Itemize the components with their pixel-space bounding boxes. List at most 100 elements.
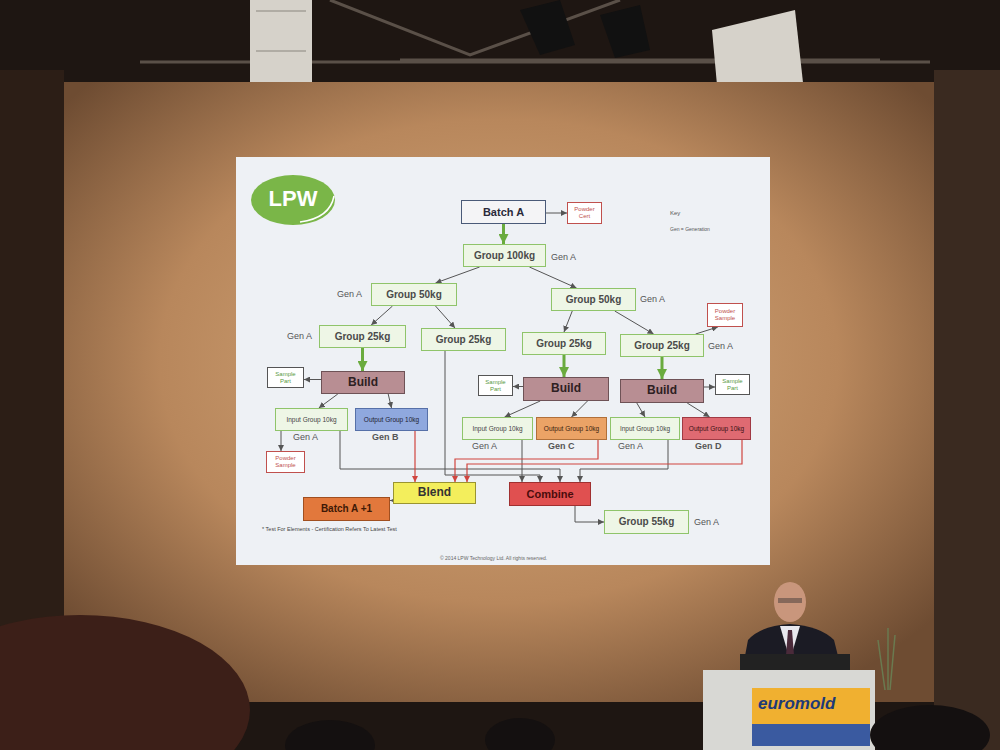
node-text: Build (551, 382, 581, 396)
powder-group-box: Group 50kg (371, 283, 457, 306)
flow-connector (371, 306, 392, 325)
flow-connector (505, 401, 541, 417)
output-group-box: Output Group 10kg (355, 408, 428, 431)
generation-label: Gen A (287, 331, 312, 341)
input-group-box: Input Group 10kg (462, 417, 533, 440)
certificate-box: Powder Sample (707, 303, 743, 327)
node-text: Powder Cert (570, 206, 599, 220)
node-text: Sample Part (270, 371, 301, 385)
podium-sign (752, 688, 870, 724)
build-box: Build (620, 379, 704, 403)
powder-group-box: Group 25kg (421, 328, 506, 351)
powder-group-box: Group 25kg (319, 325, 406, 348)
node-text: Output Group 10kg (689, 425, 744, 432)
flow-connector (414, 431, 415, 482)
powder-group-box: Group 50kg (551, 288, 636, 311)
plant (878, 628, 895, 690)
generation-label: Gen A (708, 341, 733, 351)
generation-label: Gen A (618, 441, 643, 451)
flow-connector (445, 351, 540, 482)
laptop (740, 654, 850, 672)
projection-screen (64, 82, 934, 702)
node-text: Powder Sample (269, 455, 302, 469)
flow-connector (513, 386, 523, 387)
flow-connector (580, 440, 668, 482)
event-logo-text: euromold (758, 694, 835, 714)
footnote: * Test For Elements - Certification Refe… (262, 526, 397, 532)
flow-connector (564, 311, 572, 332)
generation-label: Gen A (551, 252, 576, 262)
node-text: Group 25kg (634, 340, 690, 352)
node-text: Group 50kg (566, 294, 622, 306)
node-text: Powder Sample (710, 308, 740, 322)
flow-connector (615, 311, 654, 334)
output-group-box: Output Group 10kg (536, 417, 607, 440)
powder-group-box: Group 25kg (522, 332, 606, 355)
certificate-box: Powder Sample (266, 451, 305, 473)
flow-connector (502, 224, 505, 244)
node-text: Batch A (483, 206, 524, 219)
flow-connector (637, 403, 645, 417)
node-text: Output Group 10kg (364, 416, 419, 423)
generation-label: Gen A (640, 294, 665, 304)
logo-text: LPW (258, 186, 328, 211)
node-text: Group 50kg (386, 289, 442, 301)
flow-connector (455, 440, 598, 482)
podium-sign-band (752, 724, 870, 746)
flow-connector (281, 431, 282, 451)
curtain (934, 70, 1000, 750)
node-text: Sample Part (718, 378, 747, 392)
podium (703, 670, 875, 750)
node-text: Build (348, 376, 378, 390)
node-text: Group 100kg (474, 250, 535, 262)
node-text: Build (647, 384, 677, 398)
flow-connector (522, 440, 523, 482)
new-batch-box: Batch A +1 (303, 497, 390, 521)
node-text: Input Group 10kg (620, 425, 670, 432)
generation-label: Gen D (695, 441, 722, 451)
output-group-box: Output Group 10kg (682, 417, 751, 440)
legend-heading: Key (670, 210, 680, 217)
node-text: Batch A +1 (321, 503, 372, 515)
node-text: Input Group 10kg (286, 416, 336, 423)
flow-connector (575, 506, 604, 522)
flow-connector (304, 379, 321, 380)
blend-box: Blend (393, 482, 476, 504)
flow-connector (546, 213, 567, 214)
powder-group-box: Group 100kg (463, 244, 546, 267)
build-box: Build (321, 371, 405, 394)
node-text: Blend (418, 486, 451, 500)
flow-connector (661, 357, 664, 379)
generation-label: Gen A (694, 517, 719, 527)
build-box: Build (523, 377, 609, 401)
spotlight (520, 0, 575, 55)
input-group-box: Input Group 10kg (275, 408, 348, 431)
node-text: Group 25kg (335, 331, 391, 343)
generation-label: Gen A (293, 432, 318, 442)
generation-label: Gen A (472, 441, 497, 451)
audience (0, 615, 990, 750)
flow-connector (572, 401, 588, 417)
powder-group-box: Group 25kg (620, 334, 704, 357)
legend-note: Gen = Generation (670, 227, 710, 233)
node-text: Output Group 10kg (544, 425, 599, 432)
generation-label: Gen C (548, 441, 575, 451)
flow-connector (563, 355, 566, 377)
flow-connector (319, 394, 338, 408)
flow-connector (436, 306, 456, 328)
sample-part-box: Sample Part (715, 374, 750, 395)
node-text: Group 25kg (536, 338, 592, 350)
certificate-box: Powder Cert (567, 202, 602, 224)
node-text: Sample Part (481, 379, 510, 393)
flow-connector (687, 403, 709, 417)
flow-connector (361, 348, 364, 371)
powder-group-box: Group 55kg (604, 510, 689, 534)
company-logo (251, 175, 335, 225)
flow-connector (436, 267, 480, 283)
flow-connector (467, 440, 742, 482)
node-text: Group 55kg (619, 516, 675, 528)
generation-label: Gen A (337, 289, 362, 299)
flow-connector (529, 267, 576, 288)
copyright-note: © 2014 LPW Technology Ltd. All rights re… (440, 556, 547, 562)
combine-box: Combine (509, 482, 591, 506)
